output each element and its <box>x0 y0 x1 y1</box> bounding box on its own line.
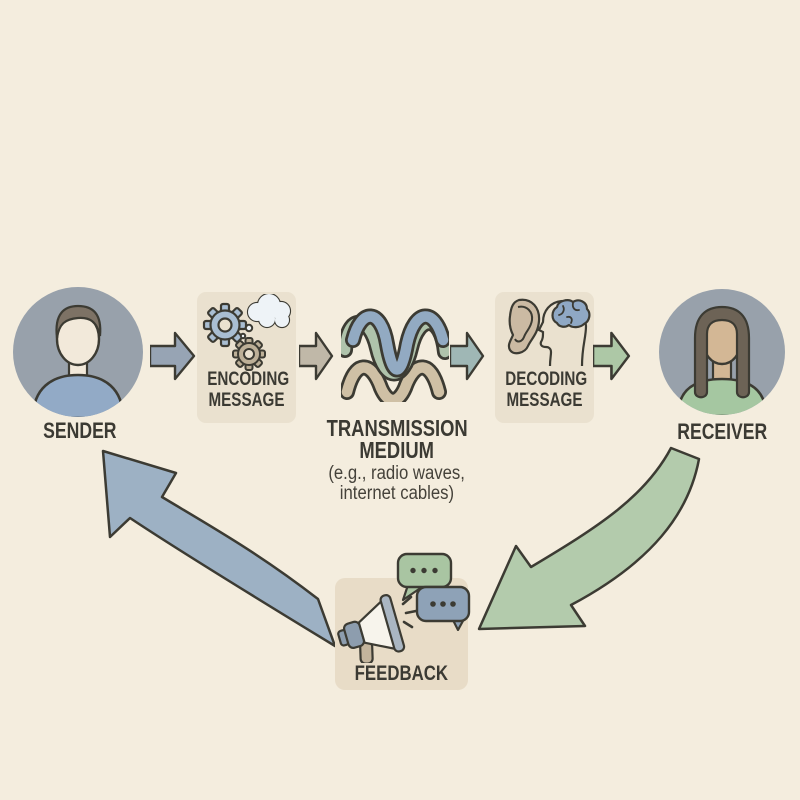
transmission-labels: TRANSMISSION MEDIUM (e.g., radio waves, … <box>307 417 487 504</box>
green-chat-bubble <box>396 552 453 602</box>
receiver-to-feedback-arrow <box>477 446 701 631</box>
decoding-message-box: DECODING MESSAGE <box>495 292 594 423</box>
encoding-message-box: ENCODING MESSAGE <box>197 292 296 423</box>
big-gear <box>202 302 248 348</box>
small-gear <box>232 337 266 371</box>
female-avatar-icon <box>659 289 785 415</box>
brain <box>551 299 591 329</box>
sound-burst-lines <box>401 595 418 629</box>
arrow-encoding-to-transmission <box>299 331 334 381</box>
blue-chat-bubble <box>415 585 471 631</box>
thought-cloud-icon <box>239 294 292 340</box>
male-avatar-icon <box>13 287 143 417</box>
receiver-hair <box>693 305 751 399</box>
intertwined-waves-icon <box>341 308 449 402</box>
feedback-label: FEEDBACK <box>354 662 449 685</box>
sender-label: SENDER <box>43 418 117 443</box>
head-brain-icon <box>537 299 591 366</box>
receiver-label: RECEIVER <box>676 419 767 444</box>
chat-bubbles-icon <box>396 552 471 631</box>
encoding-label: ENCODING MESSAGE <box>207 369 290 411</box>
ear-icon <box>507 298 541 355</box>
gears-icon <box>202 294 292 371</box>
megaphone-icon <box>337 594 418 663</box>
transmission-note: (e.g., radio waves, internet cables) <box>328 463 466 504</box>
feedback-to-sender-arrow <box>101 449 337 648</box>
decoding-icons <box>507 298 591 366</box>
arrow-sender-to-encoding <box>150 331 196 381</box>
arrow-transmission-to-decoding <box>450 331 485 381</box>
sender-hair <box>55 304 102 339</box>
arrow-decoding-to-receiver <box>593 331 631 381</box>
decoding-label: DECODING MESSAGE <box>505 369 588 411</box>
